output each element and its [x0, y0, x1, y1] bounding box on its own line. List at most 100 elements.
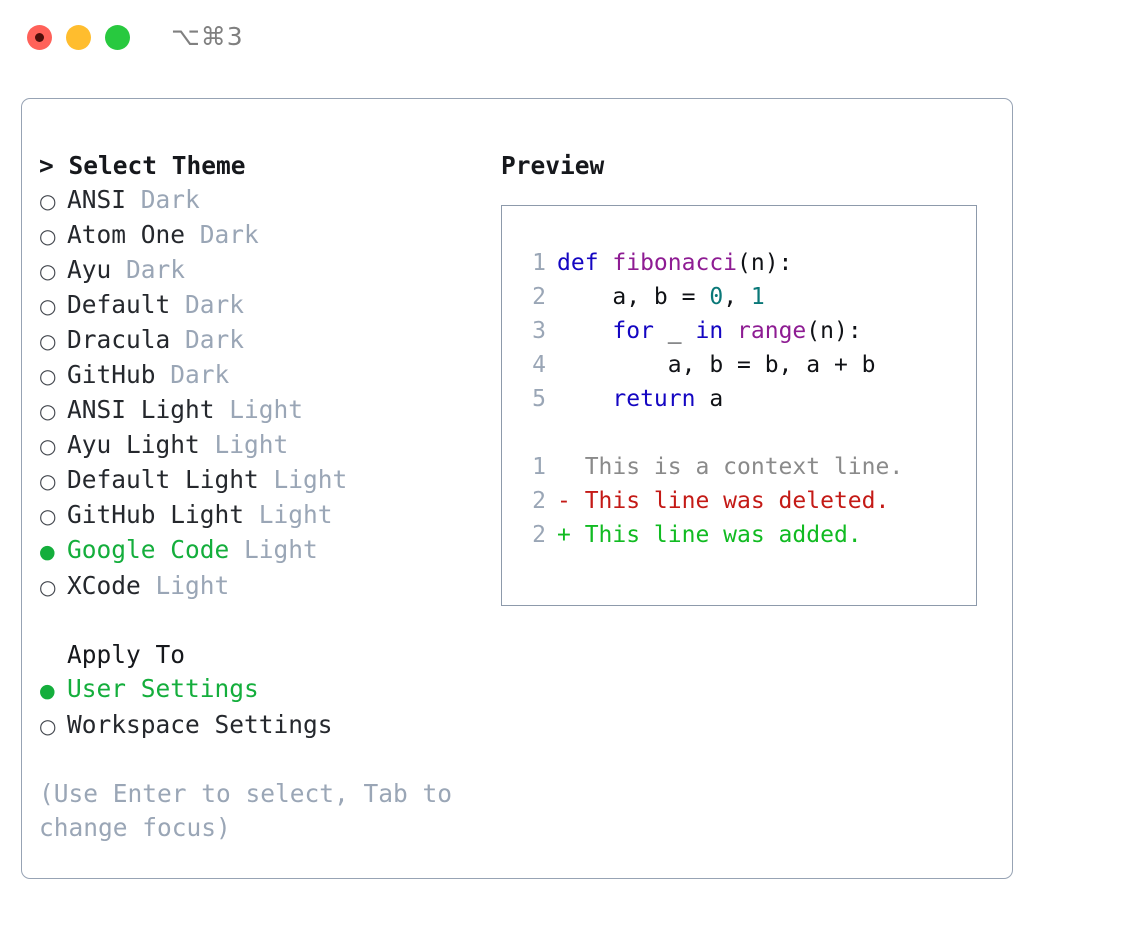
code-token-num: 0: [709, 284, 724, 310]
theme-option-ansi-light[interactable]: ○ANSI Light Light: [39, 393, 489, 428]
theme-selector-column: > Select Theme ○ANSI Dark○Atom One Dark○…: [39, 149, 489, 845]
apply-to-option-user-settings[interactable]: ●User Settings: [39, 672, 489, 708]
line-number: 5: [532, 386, 546, 412]
code-diff-spacer: [516, 416, 970, 450]
list-spacer: [39, 604, 489, 638]
theme-option-google-code[interactable]: ● Google Code Light: [39, 533, 489, 569]
theme-option-github[interactable]: ○ GitHub Dark: [39, 358, 489, 393]
theme-option-dracula[interactable]: ○ Dracula Dark: [39, 323, 489, 358]
code-line-text: for _ in range(n):: [557, 314, 861, 348]
code-token-pl: [557, 386, 612, 412]
code-line-text: def fibonacci(n):: [557, 246, 792, 280]
radio-unselected-icon: ○: [39, 714, 57, 738]
radio-unselected-icon: ○: [39, 294, 57, 318]
radio-unselected-icon: ○: [39, 504, 57, 528]
theme-list: ○ANSI Dark○Atom One Dark○Ayu Dark○Defaul…: [39, 183, 489, 604]
theme-option-ansi[interactable]: ○ANSI Dark: [39, 183, 489, 218]
diff-line-text-add: + This line was added.: [557, 522, 862, 548]
code-token-pl: ,: [723, 284, 751, 310]
code-token-num: 1: [750, 284, 765, 310]
theme-option-label: Default: [67, 290, 186, 319]
radio-unselected-icon: ○: [39, 469, 57, 493]
theme-option-label: Ayu Light: [67, 430, 215, 459]
theme-option-label: XCode: [67, 571, 156, 600]
line-number: 1: [532, 250, 546, 276]
code-token-pl: [723, 318, 737, 344]
line-number: 4: [532, 352, 546, 378]
diff-line: 2 - This line was deleted.: [516, 484, 970, 518]
code-line-text: a, b = b, a + b: [557, 348, 876, 382]
main-panel: > Select Theme ○ANSI Dark○Atom One Dark○…: [21, 98, 1013, 879]
theme-option-label: Atom One: [67, 220, 200, 249]
code-token-pl: a, b = b, a + b: [557, 352, 876, 378]
code-token-pl: a: [695, 386, 724, 412]
keyboard-shortcut-label: ⌥⌘3: [171, 22, 244, 51]
apply-to-heading: Apply To: [67, 640, 186, 669]
code-token-pl: (n):: [737, 250, 793, 276]
theme-option-label: Google Code: [67, 535, 245, 564]
radio-unselected-icon: ○: [39, 575, 57, 599]
theme-option-label: GitHub: [67, 360, 171, 389]
apply-to-option-workspace-settings[interactable]: ○ Workspace Settings: [39, 708, 489, 743]
apply-to-list: ●User Settings ○ Workspace Settings: [39, 672, 489, 743]
radio-unselected-icon: ○: [39, 434, 57, 458]
theme-variant-badge: Dark: [170, 360, 230, 389]
theme-option-label: Ayu: [67, 255, 127, 284]
radio-unselected-icon: ○: [39, 364, 57, 388]
diff-line-text-ctx: This is a context line.: [557, 454, 904, 480]
theme-variant-badge: Dark: [199, 220, 259, 249]
panel-columns: > Select Theme ○ANSI Dark○Atom One Dark○…: [22, 99, 1012, 878]
theme-option-default-light[interactable]: ○Default Light Light: [39, 463, 489, 498]
theme-option-label: ANSI: [67, 185, 141, 214]
theme-variant-badge: Light: [229, 395, 304, 424]
code-line-text: a, b = 0, 1: [557, 280, 765, 314]
code-token-pl: [557, 318, 612, 344]
select-theme-heading: > Select Theme: [39, 151, 246, 180]
line-number: 2: [532, 284, 546, 310]
line-number: 2: [532, 488, 546, 514]
code-token-kw: in: [695, 318, 724, 344]
maximize-button-icon[interactable]: [105, 25, 130, 50]
code-line: 1 def fibonacci(n):: [516, 246, 970, 280]
title-bar: ⌥⌘3: [0, 0, 1140, 76]
diff-sample: 1 This is a context line.2- This line wa…: [516, 450, 970, 552]
radio-unselected-icon: ○: [39, 329, 57, 353]
minimize-button-icon[interactable]: [66, 25, 91, 50]
theme-option-xcode[interactable]: ○ XCode Light: [39, 569, 489, 604]
theme-option-ayu-light[interactable]: ○Ayu Light Light: [39, 428, 489, 463]
theme-variant-badge: Light: [258, 500, 333, 529]
code-line-text: return a: [557, 382, 723, 416]
theme-option-github-light[interactable]: ○ GitHub Light Light: [39, 498, 489, 533]
theme-option-default[interactable]: ○Default Dark: [39, 288, 489, 323]
code-token-pl: a, b =: [557, 284, 710, 310]
apply-to-option-label: User Settings: [67, 674, 259, 703]
apply-to-option-label: Workspace Settings: [67, 710, 333, 739]
code-line: 3 for _ in range(n):: [516, 314, 970, 348]
close-button-icon[interactable]: [27, 25, 52, 50]
radio-unselected-icon: ○: [39, 224, 57, 248]
code-token-pl: _: [653, 318, 696, 344]
theme-option-label: GitHub Light: [67, 500, 259, 529]
radio-selected-icon: ●: [39, 541, 56, 563]
line-number: 2: [532, 522, 546, 548]
code-line: 4 a, b = b, a + b: [516, 348, 970, 382]
code-line: 5 return a: [516, 382, 970, 416]
code-token-kw: return: [612, 386, 696, 412]
code-token-kw: for: [612, 318, 654, 344]
code-token-fn: range: [737, 318, 807, 344]
theme-variant-badge: Light: [273, 465, 348, 494]
theme-option-label: Dracula: [67, 325, 186, 354]
keyboard-hint-text: (Use Enter to select, Tab to change focu…: [39, 779, 467, 842]
theme-option-label: ANSI Light: [67, 395, 230, 424]
theme-variant-badge: Dark: [185, 325, 245, 354]
diff-line-text-del: - This line was deleted.: [557, 488, 890, 514]
theme-option-atom-one[interactable]: ○ Atom One Dark: [39, 218, 489, 253]
theme-option-ayu[interactable]: ○Ayu Dark: [39, 253, 489, 288]
theme-variant-badge: Light: [155, 571, 230, 600]
theme-variant-badge: Light: [244, 535, 318, 564]
